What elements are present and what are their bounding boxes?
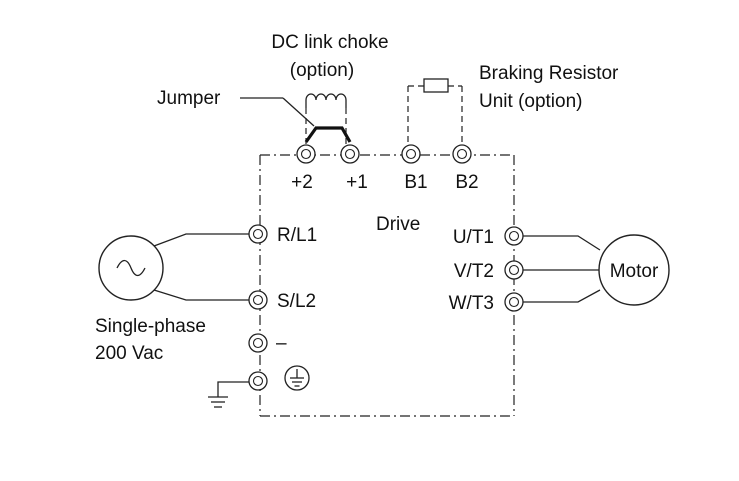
supply-label-line2: 200 Vac: [95, 343, 163, 364]
ac-source: [98, 235, 164, 301]
terminal-plus1: [340, 144, 360, 164]
drive-label: Drive: [376, 214, 420, 235]
terminal-r-l1: [248, 224, 268, 244]
terminal-label-b1: B1: [404, 172, 427, 193]
terminal-b1: [401, 144, 421, 164]
terminal-u-t1: [504, 226, 524, 246]
braking-label-line2: Unit (option): [479, 91, 583, 112]
terminal-v-t2: [504, 260, 524, 280]
wire-ground: [217, 381, 250, 397]
motor-label: Motor: [610, 261, 659, 282]
terminal-minus: [248, 333, 268, 353]
terminal-ground: [248, 371, 268, 391]
jumper-label: Jumper: [157, 88, 221, 109]
choke-label-line2: (option): [290, 60, 354, 81]
dc-link-choke: [305, 93, 347, 145]
terminal-label-w-t3: W/T3: [449, 293, 494, 314]
resistor-icon: [423, 78, 449, 93]
inductor-coil-icon: [305, 93, 347, 108]
terminal-s-l2: [248, 290, 268, 310]
terminal-label-plus2: +2: [291, 172, 313, 193]
terminal-label-plus1: +1: [346, 172, 368, 193]
terminal-label-s-l2: S/L2: [277, 291, 316, 312]
braking-label-line1: Braking Resistor: [479, 63, 619, 84]
wire-u-t1: [522, 235, 601, 251]
terminal-label-v-t2: V/T2: [454, 261, 494, 282]
terminal-b2: [452, 144, 472, 164]
wire-s-l2: [153, 289, 250, 301]
terminal-label-u-t1: U/T1: [453, 227, 494, 248]
wire-w-t3: [522, 289, 601, 303]
terminal-label-r-l1: R/L1: [277, 225, 317, 246]
ground-icon: [208, 396, 228, 408]
choke-label-line1: DC link choke: [271, 32, 388, 53]
supply-label-line1: Single-phase: [95, 316, 206, 337]
jumper-bar: [304, 126, 352, 143]
terminal-label-minus: –: [276, 333, 287, 354]
braking-resistor: [407, 78, 463, 145]
wire-r-l1: [153, 233, 250, 247]
terminal-plus2: [296, 144, 316, 164]
terminal-label-b2: B2: [455, 172, 478, 193]
terminal-w-t3: [504, 292, 524, 312]
protective-earth-icon: [284, 365, 310, 391]
motor-symbol: [598, 234, 670, 306]
